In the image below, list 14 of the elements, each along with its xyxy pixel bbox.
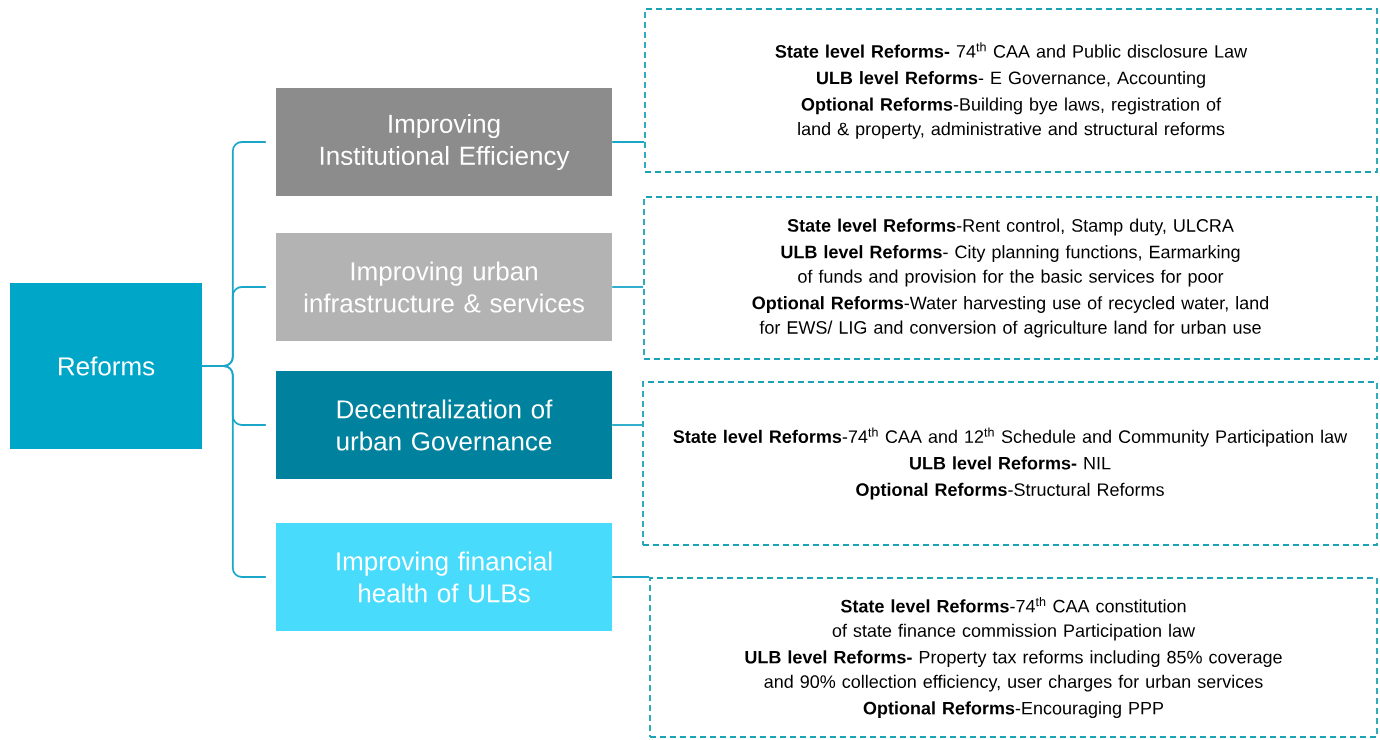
category-box: Improving financial health of ULBs — [276, 523, 612, 631]
reform-details-box: State level Reforms- 74$^{th}$ CAA and Public disclosure Law ULB level Reforms- E Governance, Accounting Optional Reforms-Building bye laws, registration of land & property, administrative and structural reforms — [644, 8, 1378, 173]
connector-line — [611, 424, 643, 426]
reform-details-box: State level Reforms-74$^{th}$ CAA constitution of state finance commission Participation law ULB level Reforms- Property tax reforms including 85% coverage and 90% collection efficiency, user charges for urban services Optional Reforms-Encouraging PPP — [649, 577, 1378, 738]
reform-details-box: State level Reforms-Rent control, Stamp duty, ULCRA ULB level Reforms- City planning functions, Earmarking of funds and provision for the basic services for poor Optional Reforms-Water harvesting use of recycled water, land for EWS/ LIG and conversion of agriculture land for urban use — [643, 196, 1378, 360]
connector-line — [611, 141, 645, 143]
bracket-line — [201, 365, 267, 578]
reform-details-box: State level Reforms-74$^{th}$ CAA and 12$^{th}$ Schedule and Community Participation law ULB level Reforms- NIL Optional Reforms-Structural Reforms — [642, 381, 1378, 546]
category-box: Decentralization of urban Governance — [276, 371, 612, 479]
reforms-box: Reforms — [10, 283, 202, 449]
connector-line — [611, 576, 650, 578]
category-box: Improving urban infrastructure & services — [276, 233, 612, 341]
connector-line — [611, 286, 644, 288]
category-box: Improving Institutional Efficiency — [276, 88, 612, 196]
